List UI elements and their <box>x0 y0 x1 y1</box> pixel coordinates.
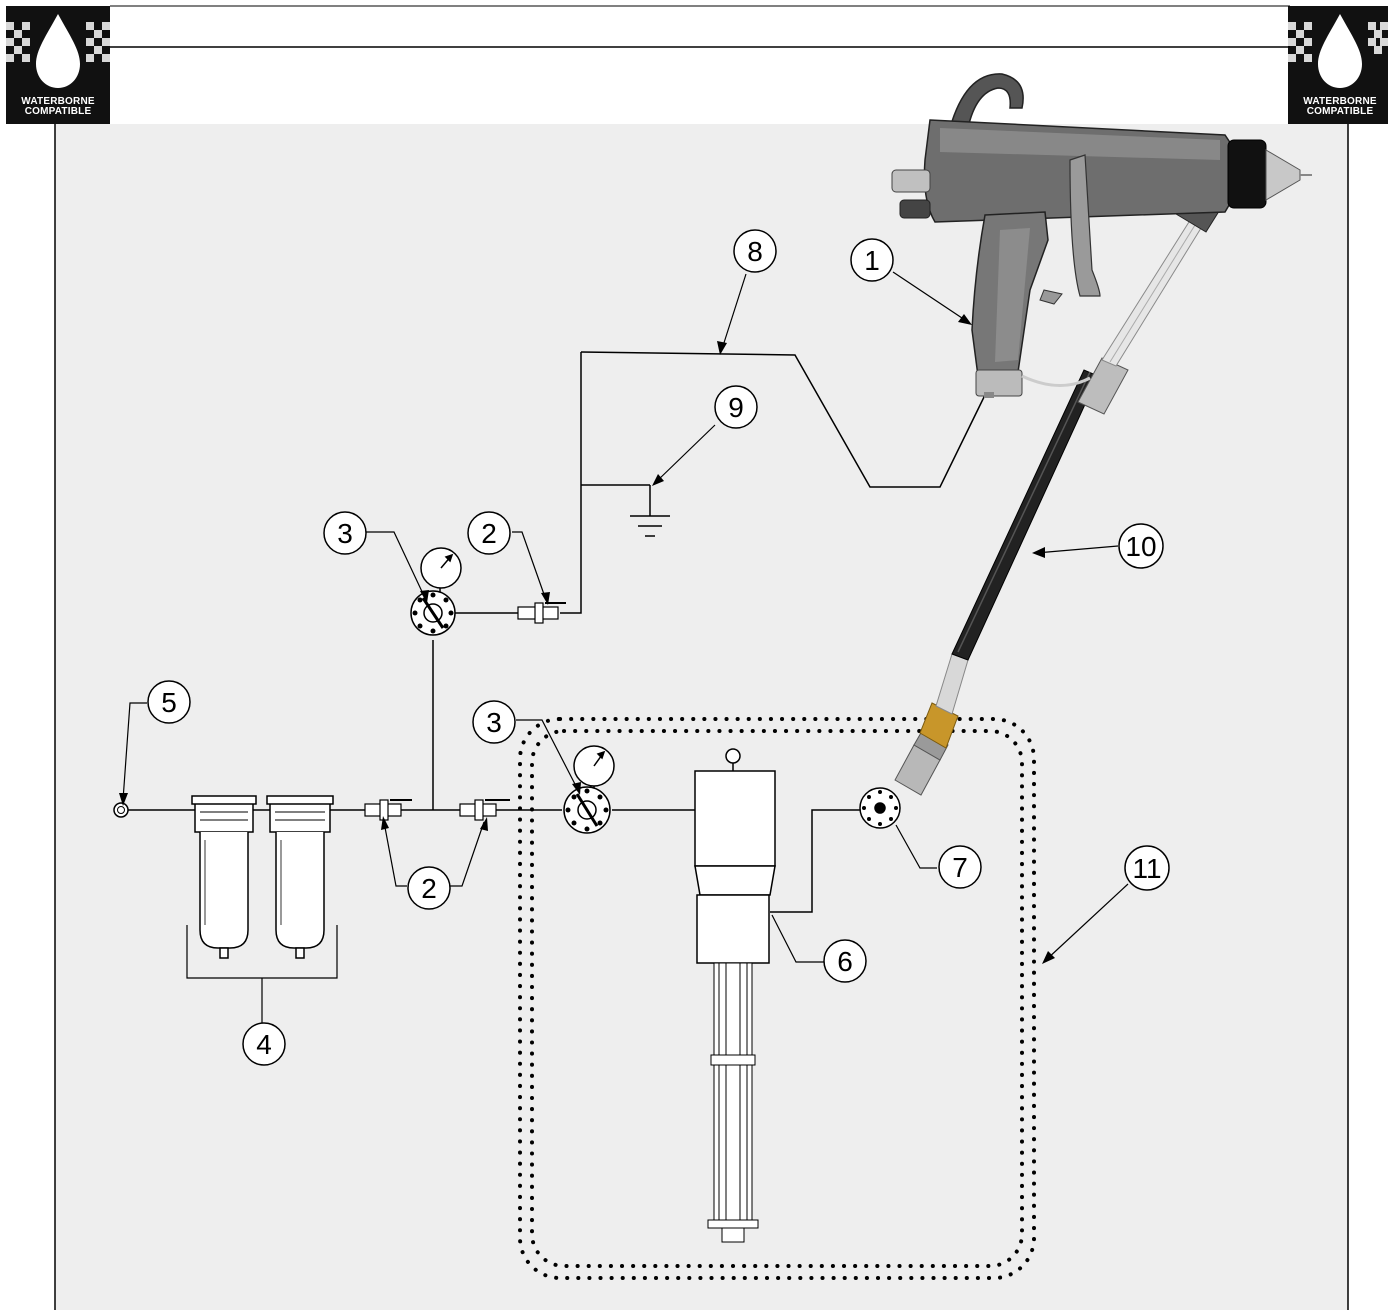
svg-text:9: 9 <box>728 392 744 423</box>
svg-text:2: 2 <box>421 873 437 904</box>
callout-11: 11 <box>1124 845 1170 891</box>
ground-symbol-icon <box>630 515 670 537</box>
callout-9: 9 <box>714 385 758 429</box>
svg-text:11: 11 <box>1132 853 1161 884</box>
svg-text:8: 8 <box>747 236 763 267</box>
svg-text:7: 7 <box>952 852 968 883</box>
svg-text:5: 5 <box>161 687 177 718</box>
ground-cable <box>580 351 986 488</box>
water-drop-icon <box>6 14 110 88</box>
leader-lines <box>122 271 1129 963</box>
callout-3-lower: 3 <box>472 700 516 744</box>
water-drop-icon <box>1288 14 1388 88</box>
pump-enclosure-dotted-outline <box>518 717 1036 1280</box>
svg-text:10: 10 <box>1125 531 1156 562</box>
svg-text:3: 3 <box>337 518 353 549</box>
callout-7: 7 <box>938 845 982 889</box>
callout-4: 4 <box>242 1022 286 1066</box>
air-filter-2 <box>266 795 334 959</box>
callout-3-upper: 3 <box>323 511 367 555</box>
ball-valve-2 <box>459 799 510 821</box>
air-inlet-fitting <box>113 802 129 818</box>
fluid-hose <box>894 183 1227 796</box>
waterborne-compatible-badge-left: WATERBORNE COMPATIBLE <box>6 6 110 124</box>
callout-1: 1 <box>850 238 894 282</box>
callout-10: 10 <box>1118 523 1164 569</box>
callout-2-lower: 2 <box>407 866 451 910</box>
pump-assembly <box>694 748 776 1243</box>
fluid-regulator <box>859 787 901 829</box>
svg-text:3: 3 <box>486 707 502 738</box>
svg-text:4: 4 <box>256 1029 272 1060</box>
callout-8: 8 <box>733 229 777 273</box>
air-filter-1 <box>191 795 257 959</box>
air-filters <box>191 795 334 959</box>
badge-line2: COMPATIBLE <box>1306 106 1374 117</box>
svg-text:6: 6 <box>837 946 853 977</box>
callout-6: 6 <box>823 939 867 983</box>
svg-text:1: 1 <box>864 245 880 276</box>
badge-line1: WATERBORNE <box>1303 96 1377 107</box>
badge-line2: COMPATIBLE <box>24 106 92 117</box>
callout-2-upper: 2 <box>467 511 511 555</box>
svg-text:2: 2 <box>481 518 497 549</box>
spray-gun <box>891 73 1312 398</box>
ball-valve-3 <box>517 602 566 624</box>
air-regulator-lower <box>563 745 615 834</box>
air-regulator-upper <box>410 547 462 636</box>
badge-line1: WATERBORNE <box>21 96 95 107</box>
waterborne-compatible-badge-right: WATERBORNE COMPATIBLE <box>1288 6 1388 124</box>
leader-arrowheads <box>119 314 1055 964</box>
callout-5: 5 <box>147 680 191 724</box>
